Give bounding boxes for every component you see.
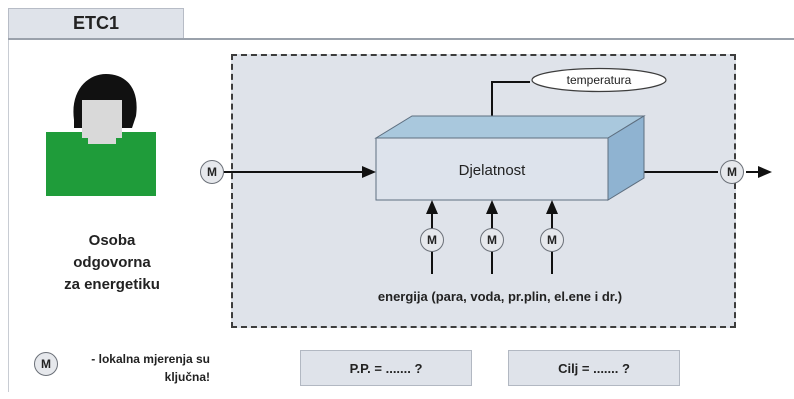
temperature-label: temperatura: [566, 73, 632, 87]
person-label-line-1: Osoba: [88, 232, 136, 249]
goal-box: Cilj = ....... ?: [508, 350, 680, 386]
person-neck: [88, 136, 116, 144]
left-border: [8, 40, 9, 392]
process-box: [374, 115, 646, 201]
meter-input: M: [200, 160, 224, 184]
legend-text: - lokalna mjerenja su ključna!: [91, 352, 210, 384]
meter-input-symbol: M: [207, 165, 217, 179]
process-box-front: [375, 137, 609, 201]
temperature-ellipse: [531, 67, 667, 93]
goal-box-label: Cilj = ....... ?: [558, 360, 630, 376]
energy-arrow-1-head: [426, 200, 438, 214]
legend-meter-symbol: M: [41, 357, 51, 371]
person-label-line-3: za energetiku: [64, 276, 160, 293]
person-icon: [46, 74, 156, 196]
meter-energy-1-symbol: M: [427, 233, 437, 247]
meter-energy-3-symbol: M: [547, 233, 557, 247]
process-box-top: [374, 115, 646, 139]
energy-arrow-3-head: [546, 200, 558, 214]
person-label-line-2: odgovorna: [73, 254, 151, 271]
pp-box-label: P.P. = ....... ?: [349, 360, 423, 376]
meter-output: M: [720, 160, 744, 184]
tab-etc1[interactable]: ETC1: [8, 8, 184, 38]
tab-divider: [8, 38, 794, 40]
energy-label: energija (para, voda, pr.plin, el.ene i …: [377, 289, 623, 304]
person-face: [82, 100, 122, 138]
person-label: Osoba odgovorna za energetiku: [22, 230, 202, 296]
meter-energy-3: M: [540, 228, 564, 252]
temperature-connector: [491, 81, 530, 118]
meter-output-symbol: M: [727, 165, 737, 179]
meter-energy-2-symbol: M: [487, 233, 497, 247]
output-arrowhead: [758, 166, 772, 178]
legend-meter-icon: M: [34, 352, 58, 376]
energy-arrow-2-head: [486, 200, 498, 214]
temperature-ellipse-shape: [531, 67, 667, 93]
process-label: Djelatnost: [458, 161, 526, 179]
meter-energy-2: M: [480, 228, 504, 252]
pp-box: P.P. = ....... ?: [300, 350, 472, 386]
tab-title: ETC1: [72, 13, 119, 33]
input-arrowhead: [362, 166, 376, 178]
meter-energy-1: M: [420, 228, 444, 252]
